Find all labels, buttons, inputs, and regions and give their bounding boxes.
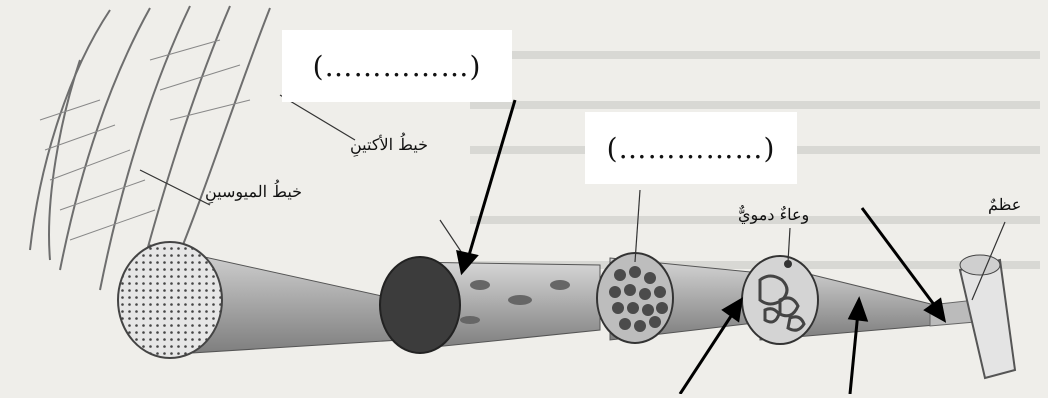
myosin-filament-label: خيطُ الميوسينِ [205, 182, 302, 201]
blood-vessel-label: وعاءٌ دمويٌّ [738, 205, 809, 224]
strand-hatching [40, 40, 250, 240]
fascicle-cross-section-large [118, 242, 222, 358]
blank-answer-box-middle[interactable]: (……………) [585, 112, 797, 184]
muscle-fiber-section [380, 257, 460, 353]
bone-label: عظمٌ [988, 195, 1021, 214]
blank-answer-box-top[interactable]: (……………) [282, 30, 512, 102]
actin-filament-label: خيطُ الأكتينِ [350, 135, 428, 154]
